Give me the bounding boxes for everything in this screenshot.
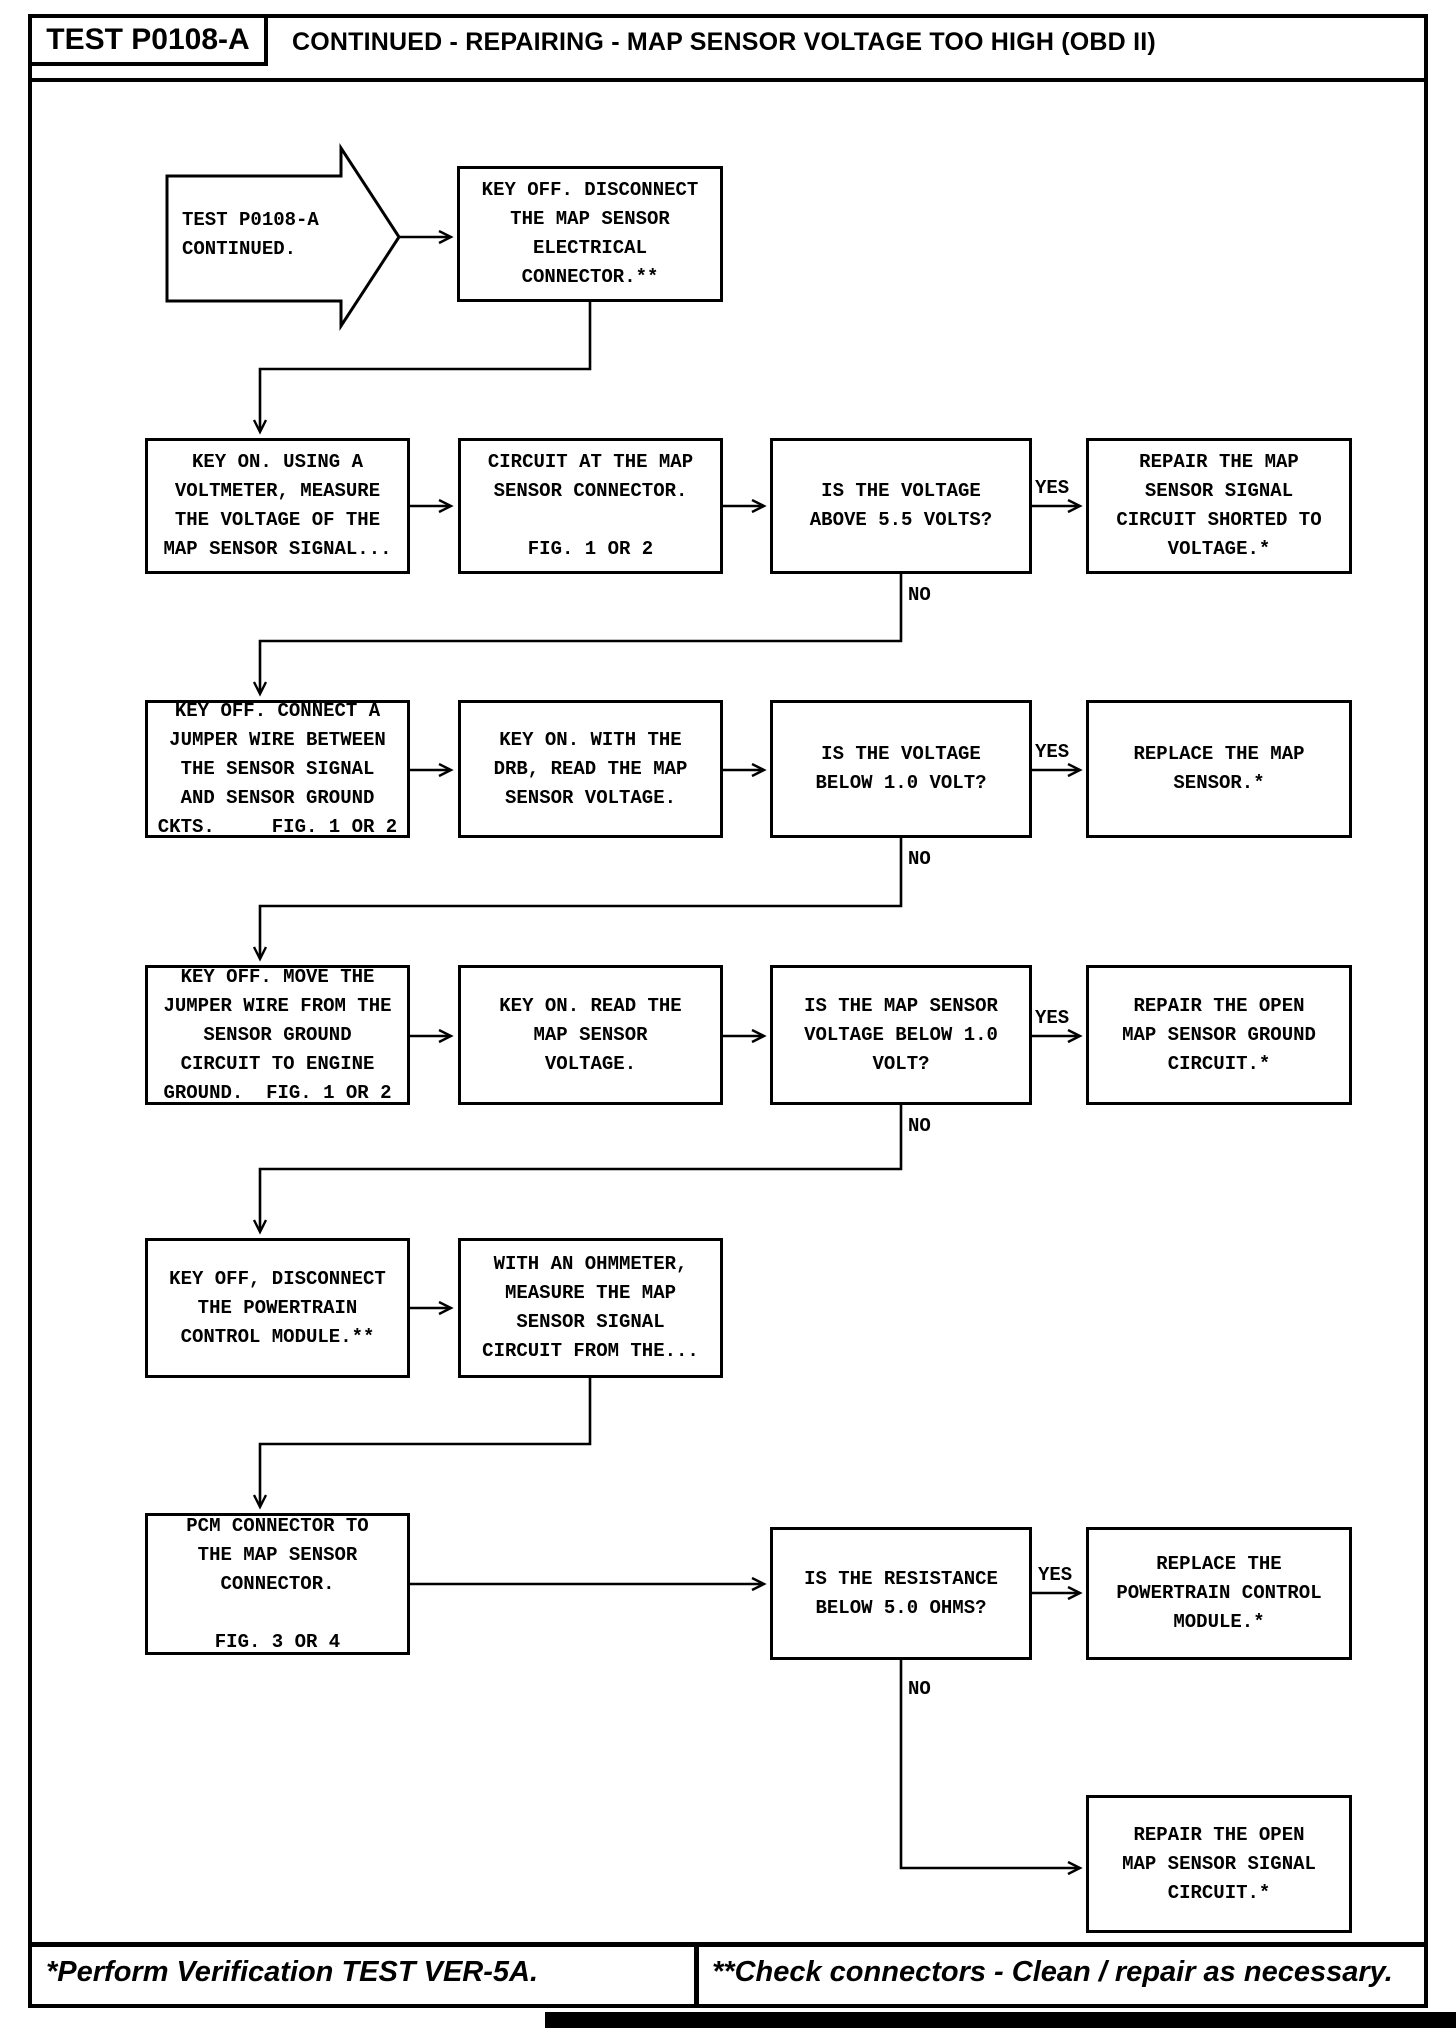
decision-voltage-above-5-5: IS THE VOLTAGE ABOVE 5.5 VOLTS? [770,438,1032,574]
footer-divider-horizontal [28,1942,1428,1947]
page-frame [28,14,1428,2008]
node-move-jumper: KEY OFF. MOVE THE JUMPER WIRE FROM THE S… [145,965,410,1105]
edge-label-no: NO [908,584,931,606]
edge-label-yes: YES [1035,1007,1070,1029]
node-disconnect-connector: KEY OFF. DISCONNECT THE MAP SENSOR ELECT… [457,166,723,302]
node-replace-map-sensor: REPLACE THE MAP SENSOR.* [1086,700,1352,838]
node-circuit-at-connector: CIRCUIT AT THE MAP SENSOR CONNECTOR. FIG… [458,438,723,574]
node-replace-pcm: REPLACE THE POWERTRAIN CONTROL MODULE.* [1086,1527,1352,1660]
decision-resistance-below-5-0: IS THE RESISTANCE BELOW 5.0 OHMS? [770,1527,1032,1660]
footer-divider-vertical [694,1942,699,2008]
node-repair-open-ground: REPAIR THE OPEN MAP SENSOR GROUND CIRCUI… [1086,965,1352,1105]
edge-label-no: NO [908,1678,931,1700]
footnote-check-connectors: **Check connectors - Clean / repair as n… [712,1956,1393,1988]
node-drb-read-voltage: KEY ON. WITH THE DRB, READ THE MAP SENSO… [458,700,723,838]
decision-voltage-below-1-0: IS THE VOLTAGE BELOW 1.0 VOLT? [770,700,1032,838]
node-connect-jumper: KEY OFF. CONNECT A JUMPER WIRE BETWEEN T… [145,700,410,838]
node-repair-open-signal: REPAIR THE OPEN MAP SENSOR SIGNAL CIRCUI… [1086,1795,1352,1933]
edge-label-yes: YES [1035,477,1070,499]
footnote-verification: *Perform Verification TEST VER-5A. [46,1956,539,1988]
node-measure-voltage: KEY ON. USING A VOLTMETER, MEASURE THE V… [145,438,410,574]
node-disconnect-pcm: KEY OFF, DISCONNECT THE POWERTRAIN CONTR… [145,1238,410,1378]
node-repair-shorted-circuit: REPAIR THE MAP SENSOR SIGNAL CIRCUIT SHO… [1086,438,1352,574]
scan-artifact-bar [545,2012,1456,2028]
edge-label-no: NO [908,1115,931,1137]
node-pcm-to-sensor-connector: PCM CONNECTOR TO THE MAP SENSOR CONNECTO… [145,1513,410,1655]
edge-label-yes: YES [1035,741,1070,763]
node-ohmmeter-measure: WITH AN OHMMETER, MEASURE THE MAP SENSOR… [458,1238,723,1378]
start-node-text: TEST P0108-A CONTINUED. [182,209,319,260]
page-title: CONTINUED - REPAIRING - MAP SENSOR VOLTA… [292,28,1156,56]
test-id-label: TEST P0108-A [28,14,268,66]
edge-label-no: NO [908,848,931,870]
edge-label-yes: YES [1038,1564,1073,1586]
decision-map-voltage-below-1-0: IS THE MAP SENSOR VOLTAGE BELOW 1.0 VOLT… [770,965,1032,1105]
node-read-map-voltage: KEY ON. READ THE MAP SENSOR VOLTAGE. [458,965,723,1105]
title-divider [28,78,1428,82]
